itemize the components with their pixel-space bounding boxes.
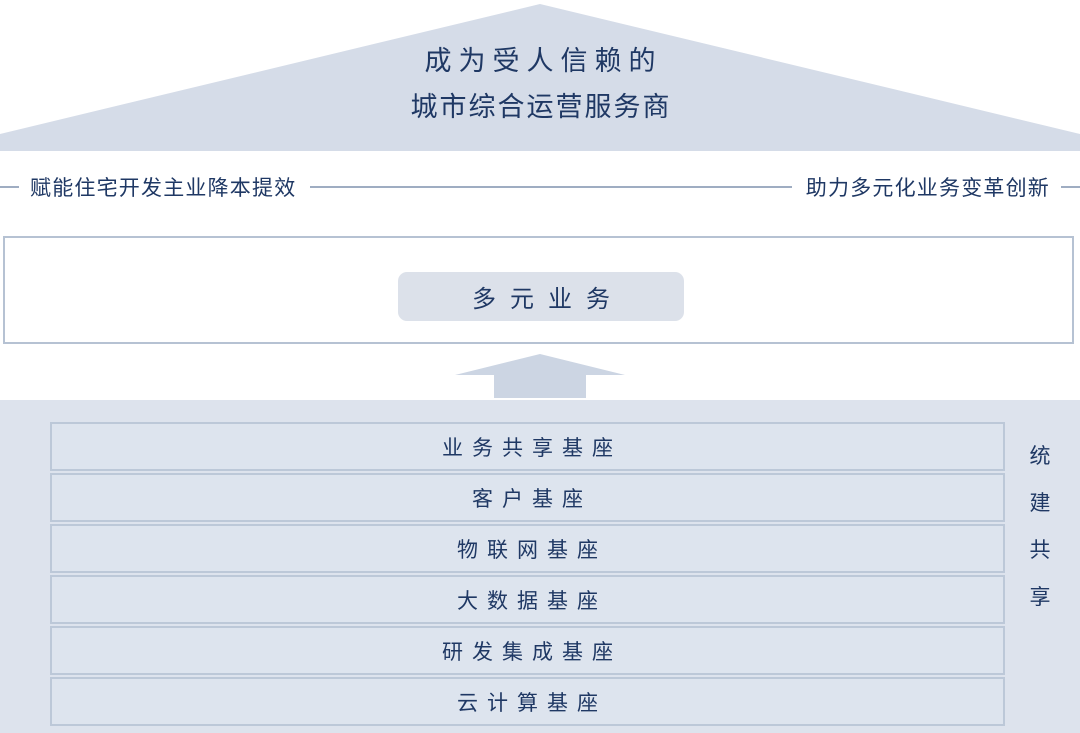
up-arrow-icon bbox=[455, 352, 625, 398]
side-vertical-label: 统 建 共 享 bbox=[1020, 446, 1060, 608]
tagline-right: 助力多元化业务变革创新 bbox=[805, 177, 1050, 200]
vision-title: 成为受人信赖的 城市综合运营服务商 bbox=[0, 38, 1080, 130]
side-label-char: 建 bbox=[1029, 492, 1051, 515]
foundation-row[interactable]: 客户基座 bbox=[50, 473, 1005, 522]
side-label-char: 统 bbox=[1029, 445, 1051, 468]
foundation-row-label: 研发集成基座 bbox=[442, 640, 622, 664]
foundation-row-label: 业务共享基座 bbox=[442, 436, 622, 460]
side-label-char: 享 bbox=[1029, 586, 1051, 609]
diverse-business-label: 多元业务 bbox=[472, 286, 624, 313]
foundation-row-list: 业务共享基座 客户基座 物联网基座 大数据基座 研发集成基座 云计算基座 bbox=[50, 422, 1005, 726]
foundation-row-label: 大数据基座 bbox=[457, 589, 607, 613]
rule-right-edge bbox=[1061, 186, 1080, 188]
diverse-business-pill[interactable]: 多元业务 bbox=[398, 272, 684, 321]
foundation-row[interactable]: 业务共享基座 bbox=[50, 422, 1005, 471]
foundation-row-label: 物联网基座 bbox=[457, 538, 607, 562]
shared-foundation-panel: 业务共享基座 客户基座 物联网基座 大数据基座 研发集成基座 云计算基座 统 建… bbox=[0, 400, 1080, 733]
foundation-row[interactable]: 物联网基座 bbox=[50, 524, 1005, 573]
foundation-row[interactable]: 研发集成基座 bbox=[50, 626, 1005, 675]
side-label-char: 共 bbox=[1029, 539, 1051, 562]
foundation-row[interactable]: 大数据基座 bbox=[50, 575, 1005, 624]
roof-shape bbox=[0, 0, 1080, 151]
foundation-row[interactable]: 云计算基座 bbox=[50, 677, 1005, 726]
rule-middle bbox=[310, 186, 792, 188]
rule-left-edge bbox=[0, 186, 19, 188]
vision-title-line1: 成为受人信赖的 bbox=[424, 46, 663, 76]
foundation-row-label: 云计算基座 bbox=[457, 691, 607, 715]
roof-polygon bbox=[0, 4, 1080, 151]
foundation-row-label: 客户基座 bbox=[472, 487, 592, 511]
tagline-row: 赋能住宅开发主业降本提效 助力多元化业务变革创新 bbox=[0, 166, 1080, 208]
tagline-left: 赋能住宅开发主业降本提效 bbox=[30, 177, 297, 200]
vision-title-line2: 城市综合运营服务商 bbox=[410, 92, 672, 122]
